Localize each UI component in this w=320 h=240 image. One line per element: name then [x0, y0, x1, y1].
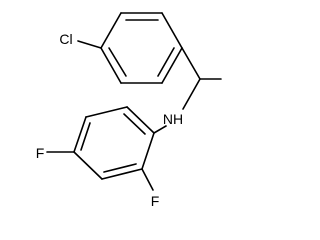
double-bond-inner — [80, 122, 91, 151]
bond — [161, 12, 183, 49]
fluorine-para-atom-label: F — [36, 145, 45, 161]
bond — [73, 151, 103, 180]
double-bond-inner — [123, 113, 146, 135]
bond — [101, 168, 143, 180]
bond — [141, 132, 155, 170]
difluorophenyl-ring — [73, 106, 155, 180]
bond — [100, 12, 122, 49]
bond — [85, 106, 128, 118]
double-bond-inner — [108, 47, 127, 77]
double-bond-inner — [103, 163, 137, 173]
fluorine-ortho-atom-label: F — [151, 193, 160, 209]
bond — [73, 116, 87, 153]
bond-ring-to-fluorine-ortho — [141, 168, 154, 191]
double-bond-inner — [157, 47, 175, 77]
bond-ring-to-methine — [181, 47, 201, 80]
bond-nitrogen-to-ring — [153, 125, 167, 134]
amine-atom-label: NH — [163, 111, 183, 127]
chlorine-atom-label: Cl — [59, 31, 72, 47]
bond-ring-to-chlorine — [77, 40, 102, 49]
chemical-structure: Cl NH F F — [36, 12, 222, 209]
chlorophenyl-ring — [100, 12, 183, 84]
bond — [100, 47, 122, 84]
bond-methine-to-nitrogen — [182, 78, 201, 110]
bond — [126, 106, 155, 134]
bond — [161, 47, 183, 84]
